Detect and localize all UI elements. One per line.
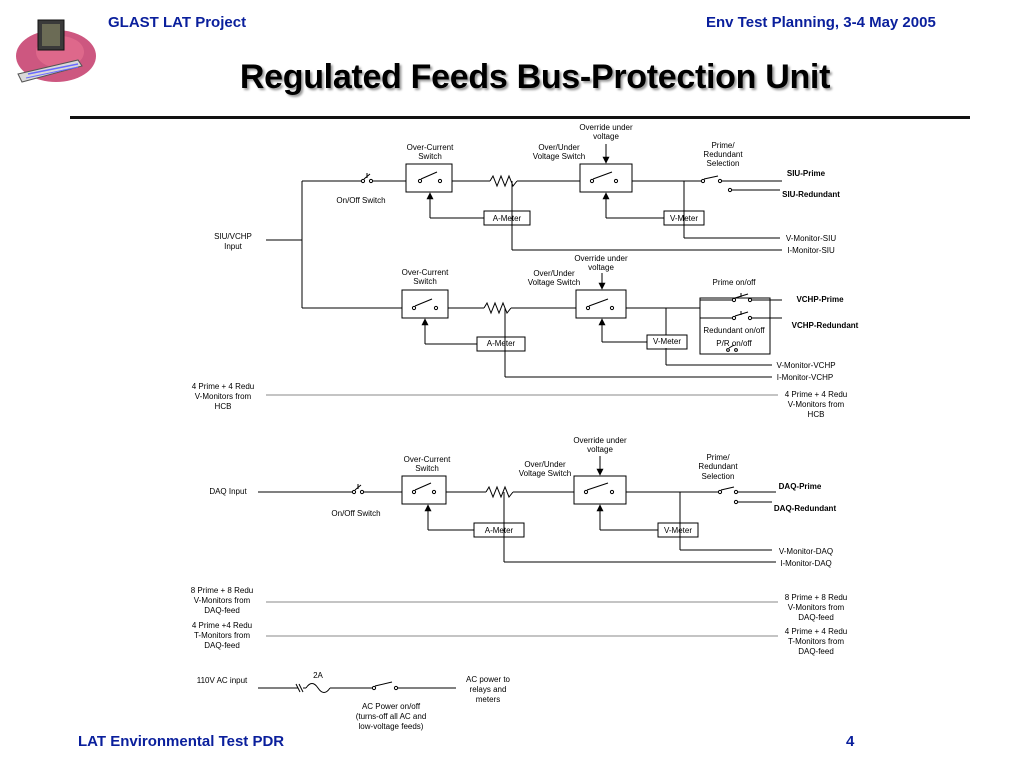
vchp-red-onoff-label: Redundant on/off xyxy=(703,326,765,335)
vchp-prime-output: VCHP-Prime xyxy=(796,295,844,304)
daq-overunder-label-2: Voltage Switch xyxy=(519,469,571,478)
vchp-overcurrent-label-1: Over-Current xyxy=(402,268,449,277)
fuse-symbol xyxy=(305,683,331,693)
daq-overunder-label-1: Over/Under xyxy=(524,460,566,469)
daq-circuit xyxy=(258,456,776,563)
siu-input-label-1: SIU/VCHP xyxy=(214,232,252,241)
siu-overcurrent-label-1: Over-Current xyxy=(407,143,454,152)
daq-overcurrent-label-2: Switch xyxy=(415,464,439,473)
ac-switch-label-2: (turns-off all AC and xyxy=(356,712,427,721)
siu-ameter-label: A-Meter xyxy=(493,214,522,223)
hcb-right-label-1: 4 Prime + 4 Redu xyxy=(785,390,847,399)
siu-vmonitor-label: V-Monitor-SIU xyxy=(786,234,836,243)
siu-vmeter-label: V-Meter xyxy=(670,214,698,223)
siu-redundant-output: SIU-Redundant xyxy=(782,190,840,199)
vchp-overunder-label-2: Voltage Switch xyxy=(528,278,580,287)
vchp-circuit xyxy=(302,273,782,378)
siu-override-label-2: voltage xyxy=(593,132,619,141)
hcb-right-label-3: HCB xyxy=(808,410,825,419)
vchp-prime-onoff-label: Prime on/off xyxy=(713,278,757,287)
siu-primesel-label-2: Redundant xyxy=(703,150,743,159)
vchp-override-label-1: Override under xyxy=(574,254,628,263)
vchp-shunt-resistor xyxy=(483,301,512,315)
daq-input-label: DAQ Input xyxy=(209,487,247,496)
daq-tmon-right-2: T-Monitors from xyxy=(788,637,844,646)
daq-tmon-right-3: DAQ-feed xyxy=(798,647,834,656)
siu-overcurrent-label-2: Switch xyxy=(418,152,442,161)
vchp-vmeter-label: V-Meter xyxy=(653,337,681,346)
header-event: Env Test Planning, 3-4 May 2005 xyxy=(706,14,936,31)
daq-primesel-label-2: Redundant xyxy=(698,462,738,471)
vchp-pr-onoff-label: P/R on/off xyxy=(716,339,752,348)
hcb-left-label-2: V-Monitors from xyxy=(195,392,252,401)
daq-prime-output: DAQ-Prime xyxy=(779,482,822,491)
vchp-ameter-label: A-Meter xyxy=(487,339,516,348)
hcb-right-label-2: V-Monitors from xyxy=(788,400,845,409)
daq-overunder-box xyxy=(573,475,627,505)
siu-imonitor-label: I-Monitor-SIU xyxy=(787,246,835,255)
vchp-overunder-label-1: Over/Under xyxy=(533,269,575,278)
vchp-overunder-box xyxy=(575,289,627,319)
vchp-imonitor-label: I-Monitor-VCHP xyxy=(777,373,833,382)
siu-override-label-1: Override under xyxy=(579,123,633,132)
ac-out-label-3: meters xyxy=(476,695,500,704)
daq-vmon-right-1: 8 Prime + 8 Redu xyxy=(785,593,847,602)
daq-vmeter-label: V-Meter xyxy=(664,526,692,535)
daq-onoff-label: On/Off Switch xyxy=(331,509,380,518)
siu-prime-output: SIU-Prime xyxy=(787,169,826,178)
daq-ameter-label: A-Meter xyxy=(485,526,514,535)
vchp-vmonitor-label: V-Monitor-VCHP xyxy=(776,361,835,370)
daq-override-label-2: voltage xyxy=(587,445,613,454)
daq-imonitor-label: I-Monitor-DAQ xyxy=(780,559,832,568)
siu-onoff-switch-symbol xyxy=(360,173,374,184)
daq-tmon-left-1: 4 Prime +4 Redu xyxy=(192,621,252,630)
ac-out-label-2: relays and xyxy=(470,685,507,694)
daq-overcurrent-label-1: Over-Current xyxy=(404,455,451,464)
header-project: GLAST LAT Project xyxy=(108,14,247,31)
daq-vmon-left-2: V-Monitors from xyxy=(194,596,251,605)
ac-switch-label-3: low-voltage feeds) xyxy=(359,722,424,731)
slide-title: Regulated Feeds Bus-Protection Unit xyxy=(239,58,831,96)
siu-onoff-label: On/Off Switch xyxy=(336,196,385,205)
hcb-left-label-3: HCB xyxy=(215,402,232,411)
siu-primesel-label-1: Prime/ xyxy=(711,141,735,150)
daq-vmon-right-3: DAQ-feed xyxy=(798,613,834,622)
siu-shunt-resistor xyxy=(489,174,518,188)
ac-switch-label-1: AC Power on/off xyxy=(362,702,421,711)
siu-circuit xyxy=(266,144,782,308)
daq-primesel-label-3: Selection xyxy=(702,472,735,481)
daq-redundant-output: DAQ-Redundant xyxy=(774,504,837,513)
daq-shunt-resistor xyxy=(485,485,514,499)
ac-out-label-1: AC power to xyxy=(466,675,511,684)
siu-overunder-label-1: Over/Under xyxy=(538,143,580,152)
glast-satellite-logo xyxy=(16,19,96,83)
hcb-left-label-1: 4 Prime + 4 Redu xyxy=(192,382,254,391)
daq-tmon-left-2: T-Monitors from xyxy=(194,631,250,640)
fuse-rating-label: 2A xyxy=(313,671,323,680)
vchp-overcurrent-box xyxy=(401,289,449,319)
daq-vmon-left-3: DAQ-feed xyxy=(204,606,240,615)
daq-vmon-right-2: V-Monitors from xyxy=(788,603,845,612)
daq-vmonitor-label: V-Monitor-DAQ xyxy=(779,547,833,556)
vchp-override-label-2: voltage xyxy=(588,263,614,272)
siu-primesel-label-3: Selection xyxy=(707,159,740,168)
title-rule xyxy=(70,116,970,119)
ac-circuit xyxy=(258,681,456,693)
siu-overunder-label-2: Voltage Switch xyxy=(533,152,585,161)
page-number: 4 xyxy=(846,733,855,750)
siu-input-label-2: Input xyxy=(224,242,243,251)
daq-primesel-label-1: Prime/ xyxy=(706,453,730,462)
siu-overcurrent-box xyxy=(405,163,453,193)
footer-title: LAT Environmental Test PDR xyxy=(78,733,285,750)
daq-tmon-right-1: 4 Prime + 4 Redu xyxy=(785,627,847,636)
daq-override-label-1: Override under xyxy=(573,436,627,445)
daq-overcurrent-box xyxy=(401,475,447,505)
daq-tmon-left-3: DAQ-feed xyxy=(204,641,240,650)
vchp-overcurrent-label-2: Switch xyxy=(413,277,437,286)
daq-vmon-left-1: 8 Prime + 8 Redu xyxy=(191,586,253,595)
ac-input-label: 110V AC input xyxy=(197,676,248,685)
siu-overunder-box xyxy=(579,163,633,193)
vchp-redundant-output: VCHP-Redundant xyxy=(792,321,859,330)
